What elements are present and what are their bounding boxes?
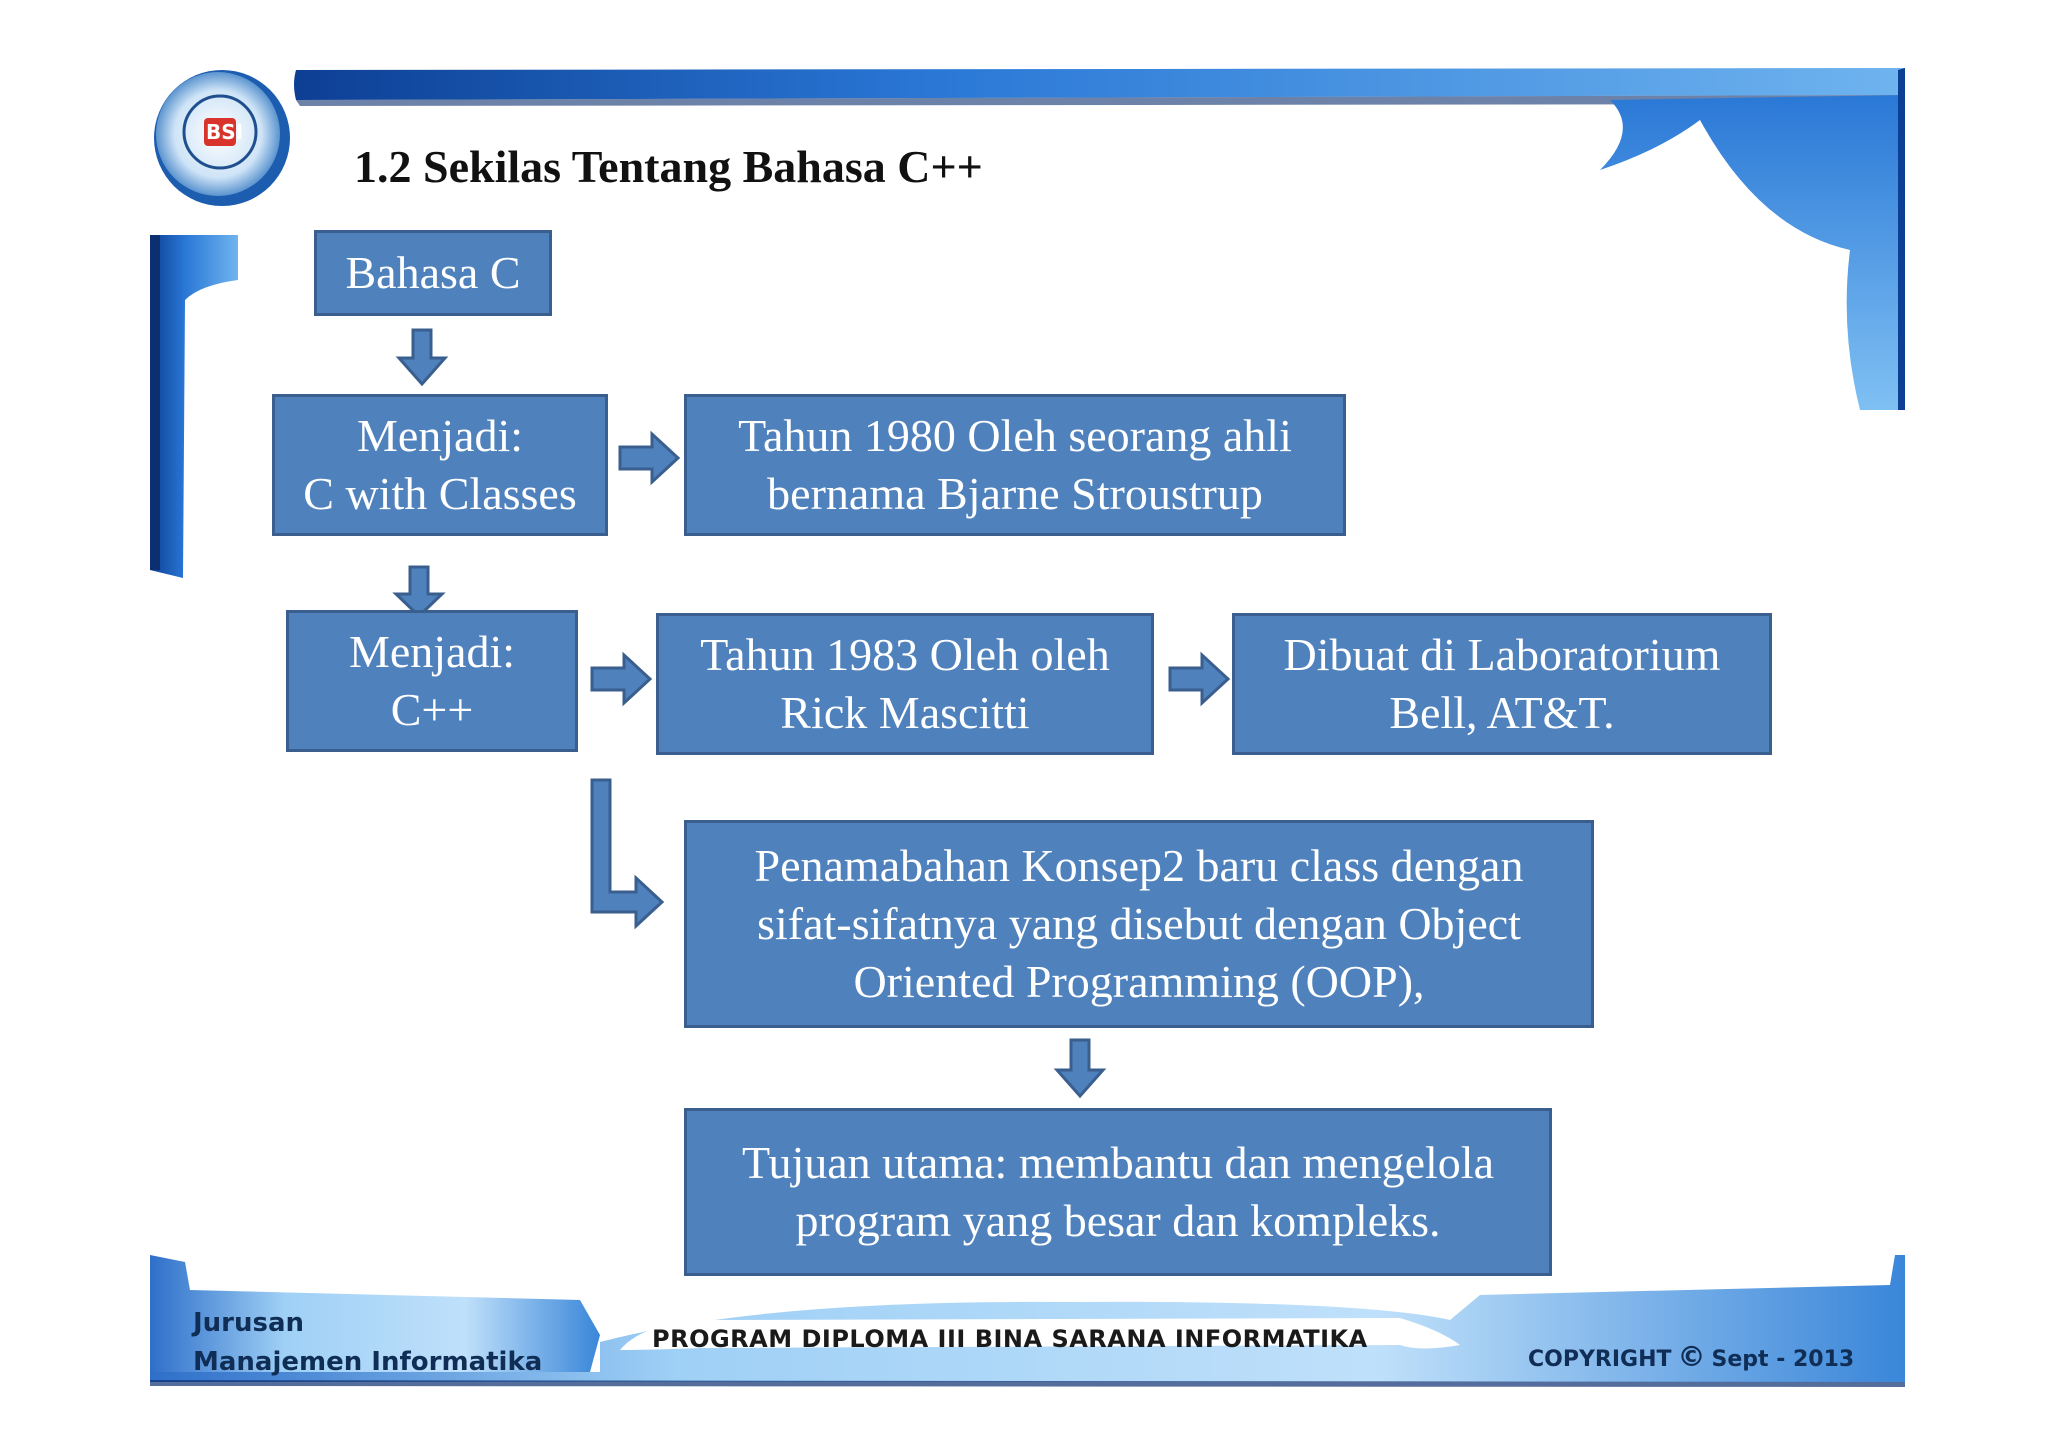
box-penambahan-oop: Penamabahan Konsep2 baru class dengan si… <box>684 820 1594 1028</box>
logo-initials: BSI <box>206 120 244 144</box>
box-tahun-1983: Tahun 1983 Oleh oleh Rick Mascitti <box>656 613 1154 755</box>
page-title: 1.2 Sekilas Tentang Bahasa C++ <box>354 141 983 192</box>
box-text: Dibuat di Laboratorium <box>1283 629 1721 680</box>
frame-top-right-ornament <box>1600 95 1905 410</box>
box-text: Penamabahan Konsep2 baru class dengan <box>754 840 1524 891</box>
copyright-label: COPYRIGHT <box>1528 1347 1672 1372</box>
box-text: Menjadi: <box>356 410 524 461</box>
box-text: C++ <box>390 684 474 735</box>
box-laboratorium: Dibuat di Laboratorium Bell, AT&T. <box>1232 613 1772 755</box>
box-text: Tahun 1980 Oleh seorang ahli <box>738 410 1292 461</box>
arrow-right-2 <box>590 651 653 707</box>
box-text: Rick Mascitti <box>780 687 1030 738</box>
arrow-elbow <box>590 778 665 930</box>
box-text: Menjadi: <box>348 626 516 677</box>
footer-copyright: COPYRIGHT©Sept - 2013 <box>1528 1340 1854 1373</box>
box-tujuan-utama: Tujuan utama: membantu dan mengelola pro… <box>684 1108 1552 1276</box>
arrow-down-2 <box>392 565 446 619</box>
box-bahasa-c: Bahasa C <box>314 230 552 316</box>
box-text: bernama Bjarne Stroustrup <box>767 468 1263 519</box>
box-text: sifat-sifatnya yang disebut dengan Objec… <box>757 898 1521 949</box>
arrow-down-1 <box>395 328 449 387</box>
arrow-right-3 <box>1168 651 1231 707</box>
bsi-logo-icon <box>154 70 290 206</box>
copyright-symbol: © <box>1677 1340 1706 1373</box>
box-menjadi-c-with-classes: Menjadi: C with Classes <box>272 394 608 536</box>
box-text: Bahasa C <box>345 247 521 298</box>
box-text: C with Classes <box>303 468 577 519</box>
footer-department-line1: Jurusan <box>193 1308 305 1338</box>
box-tahun-1980: Tahun 1980 Oleh seorang ahli bernama Bja… <box>684 394 1346 536</box>
box-text: Oriented Programming (OOP), <box>853 956 1425 1007</box>
frame-footer-band <box>150 1255 600 1380</box>
box-text: program yang besar dan kompleks. <box>795 1195 1441 1246</box>
box-text: Tahun 1983 Oleh oleh <box>700 629 1110 680</box>
frame-left-bar <box>150 235 238 578</box>
footer-department-line2: Manajemen Informatika <box>193 1347 543 1377</box>
frame-top-bar <box>294 68 1905 100</box>
arrow-right-1 <box>618 430 681 486</box>
footer-program: PROGRAM DIPLOMA III BINA SARANA INFORMAT… <box>652 1325 1368 1353</box>
arrow-down-3 <box>1053 1038 1107 1099</box>
copyright-date: Sept - 2013 <box>1711 1347 1855 1372</box>
box-menjadi-cpp: Menjadi: C++ <box>286 610 578 752</box>
box-text: Tujuan utama: membantu dan mengelola <box>741 1137 1495 1188</box>
box-text: Bell, AT&T. <box>1389 687 1615 738</box>
